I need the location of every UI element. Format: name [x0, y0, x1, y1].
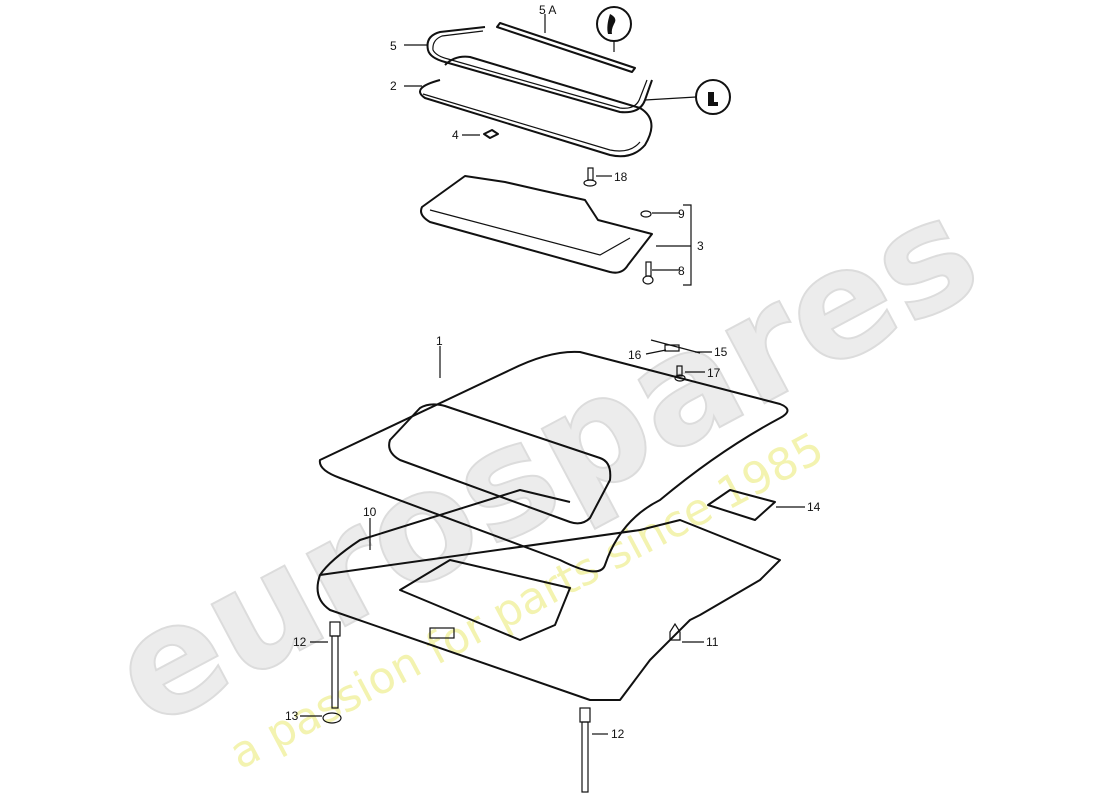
frame-part-3	[420, 175, 653, 274]
callout-4: 4	[452, 128, 459, 142]
rod-part-12-left	[329, 621, 341, 709]
seal-clip-detail-icon	[644, 79, 731, 115]
callout-8: 8	[678, 264, 685, 278]
glass-panel-part-2	[419, 55, 653, 158]
headliner-part-10	[316, 489, 781, 701]
light-cutout	[429, 627, 455, 639]
clip-part-11	[669, 622, 681, 641]
callout-13: 13	[285, 709, 299, 723]
callout-11: 11	[706, 635, 719, 649]
seal-frame-part-5	[426, 26, 653, 114]
watermark: eurospares a passion for parts since 198…	[84, 162, 1005, 780]
callout-5a: 5 A	[539, 3, 556, 17]
bracket-part-15-16	[650, 339, 701, 354]
washer-part-9	[640, 210, 652, 218]
bolt-part-8	[642, 261, 654, 285]
callout-12-right: 12	[611, 727, 625, 741]
callout-12-left: 12	[293, 635, 307, 649]
callout-5: 5	[390, 39, 397, 53]
callout-16: 16	[628, 348, 642, 362]
callout-18: 18	[614, 170, 628, 184]
callout-1: 1	[436, 334, 443, 348]
roof-panel-part-1	[318, 350, 789, 573]
callout-9: 9	[678, 207, 685, 221]
leader-lines	[300, 14, 805, 735]
callout-10: 10	[363, 505, 377, 519]
lamp-housing-part-14	[707, 489, 776, 521]
headliner-opening	[399, 559, 571, 641]
screw-part-18	[583, 167, 597, 187]
callout-14: 14	[807, 500, 821, 514]
callout-17: 17	[707, 366, 721, 380]
grommet-part-13	[322, 712, 342, 724]
watermark-brand: eurospares	[85, 163, 1004, 762]
rod-part-12-right	[579, 707, 591, 793]
callout-3: 3	[697, 239, 704, 253]
clip-part-4	[483, 129, 499, 139]
callout-15: 15	[714, 345, 728, 359]
roof-opening	[388, 403, 612, 525]
callout-2: 2	[390, 79, 397, 93]
screw-part-17	[674, 365, 686, 382]
seal-profile-detail-icon	[596, 6, 632, 52]
seal-strip-part-5a	[496, 22, 636, 73]
